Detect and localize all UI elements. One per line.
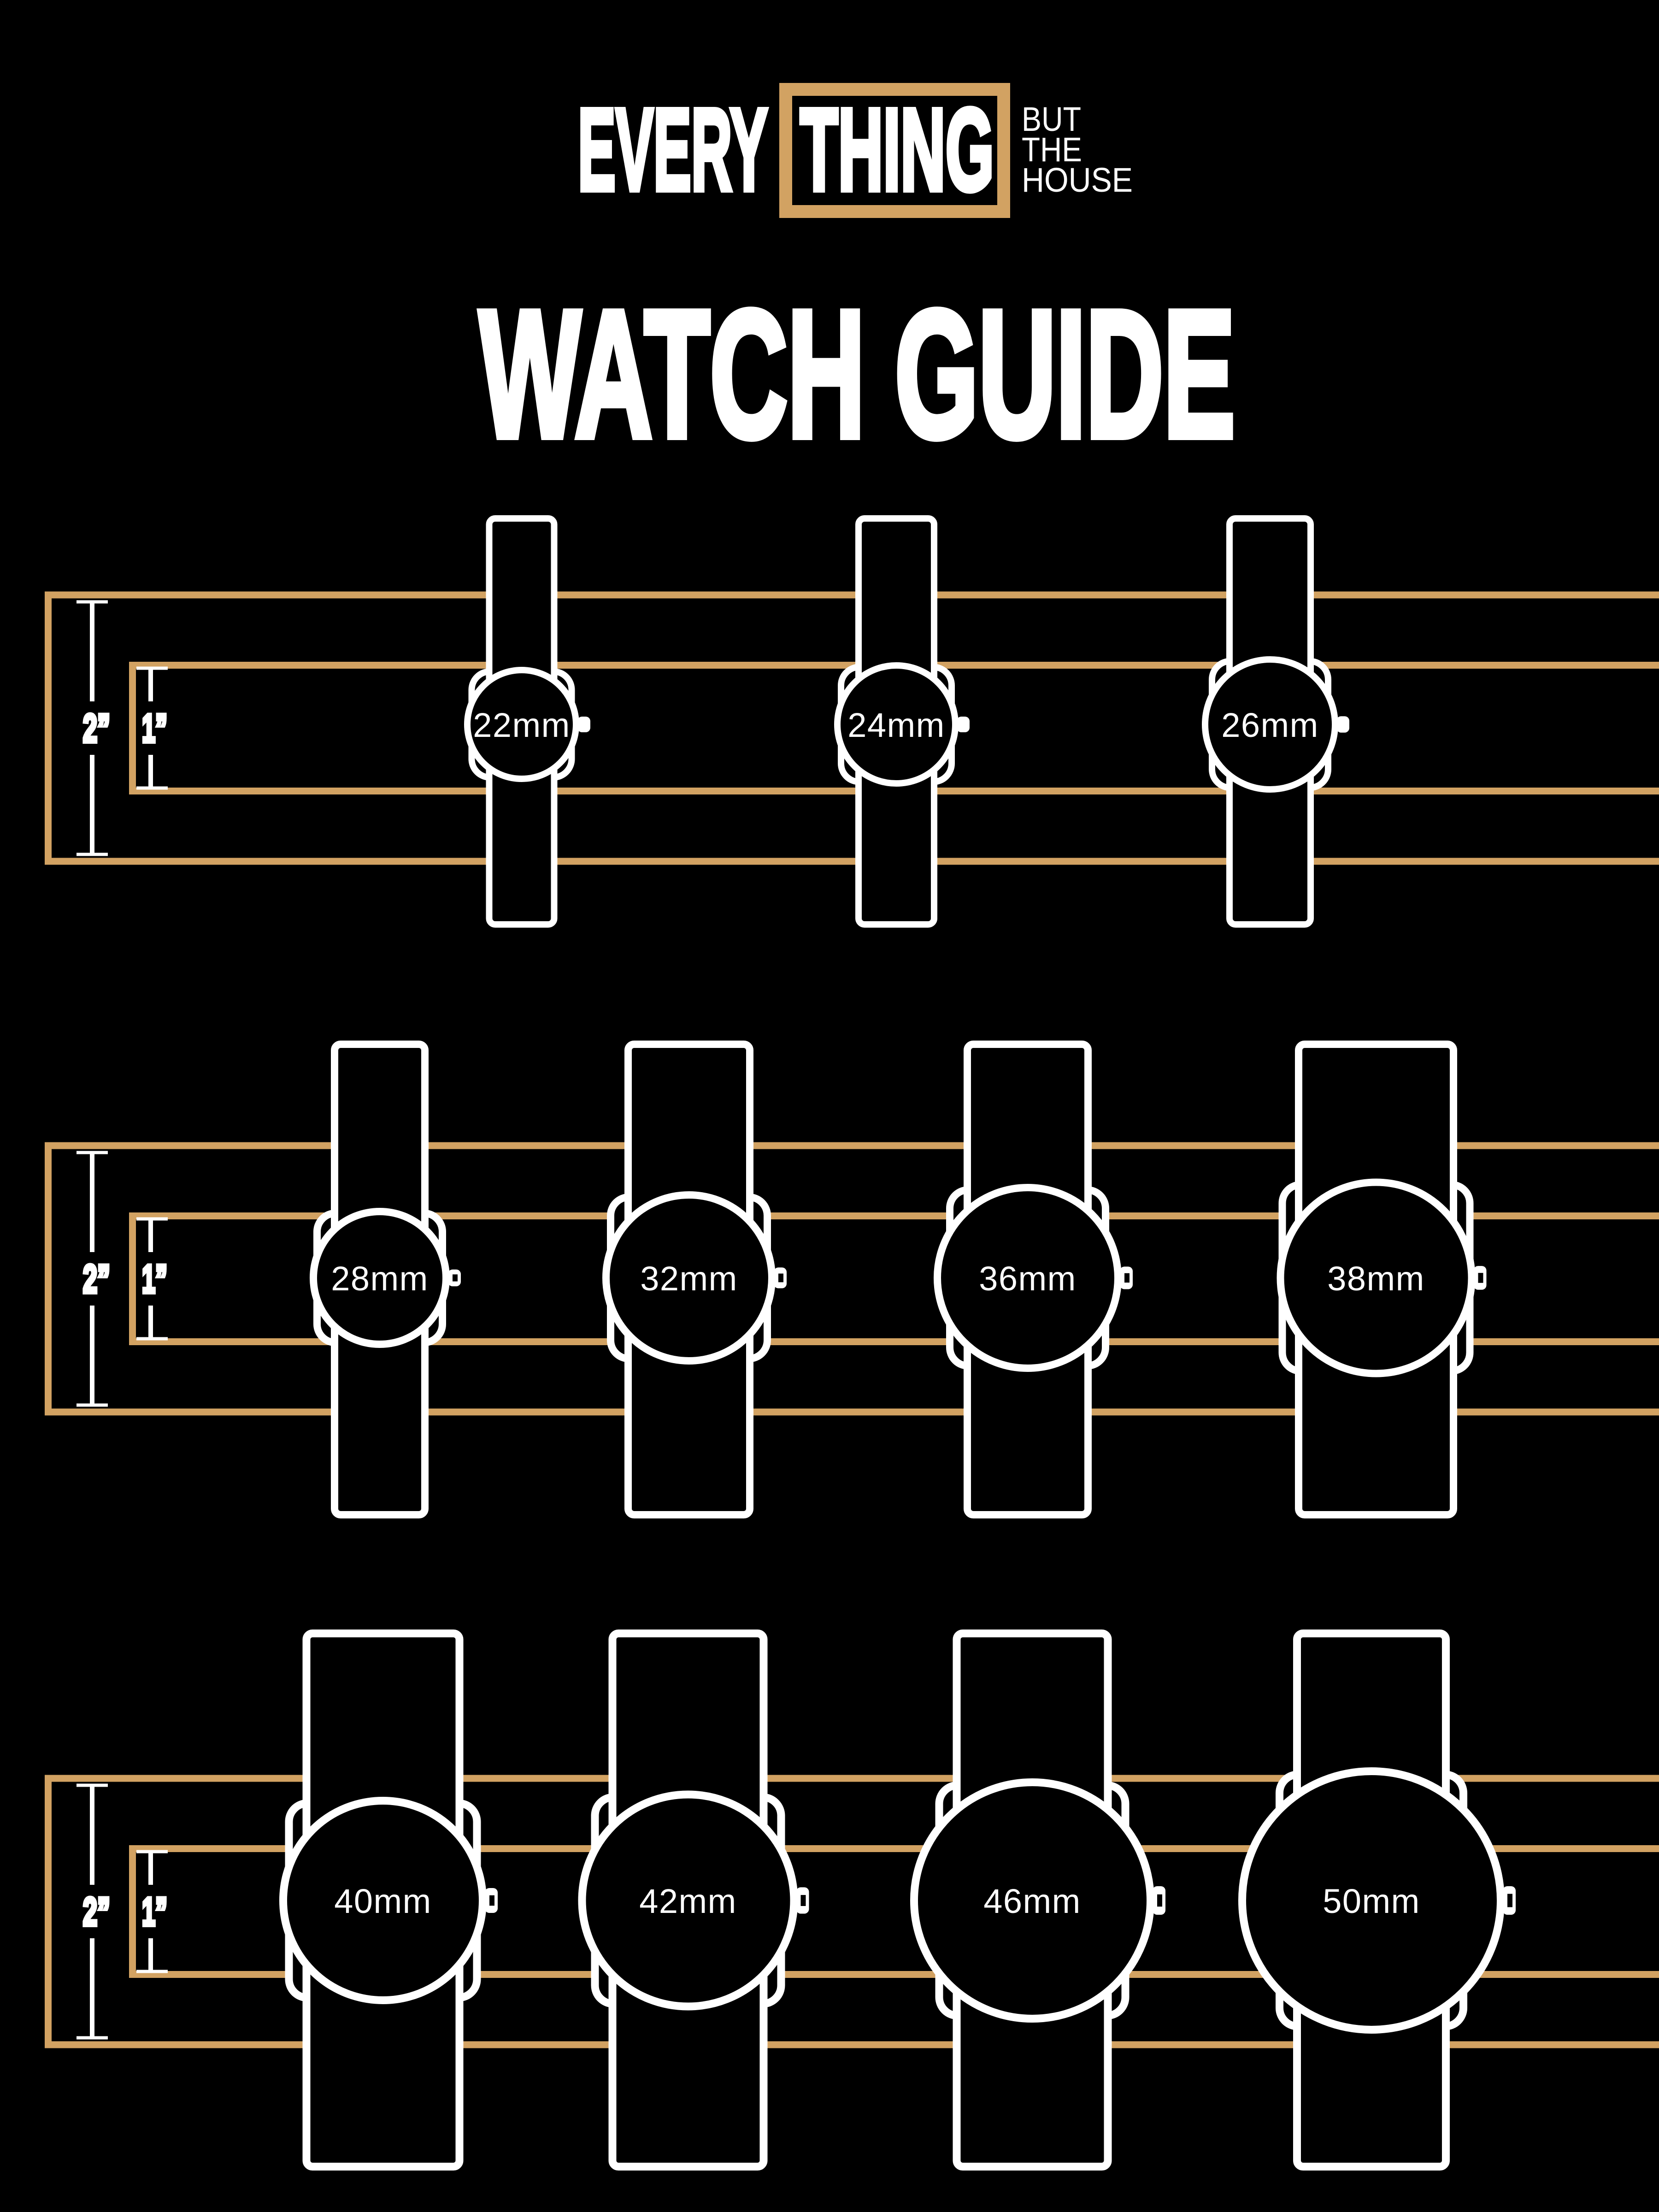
svg-text:46mm: 46mm [983,1882,1081,1920]
svg-text:2”: 2” [83,1257,110,1301]
svg-text:22mm: 22mm [473,706,571,744]
svg-text:1”: 1” [142,706,167,751]
svg-text:50mm: 50mm [1323,1882,1420,1920]
svg-text:1”: 1” [142,1257,167,1301]
svg-text:WATCH GUIDE: WATCH GUIDE [479,273,1235,475]
svg-text:42mm: 42mm [639,1882,737,1920]
svg-text:2”: 2” [83,706,110,751]
svg-text:BUT: BUT [1022,100,1081,138]
svg-text:EVERY: EVERY [578,84,768,215]
svg-text:32mm: 32mm [640,1259,738,1298]
svg-text:2”: 2” [83,1890,110,1934]
svg-text:THE: THE [1022,130,1082,169]
svg-text:28mm: 28mm [331,1259,429,1298]
svg-text:24mm: 24mm [847,706,945,744]
svg-text:HOUSE: HOUSE [1022,161,1133,199]
svg-text:38mm: 38mm [1327,1259,1425,1298]
svg-text:26mm: 26mm [1221,706,1319,744]
svg-text:40mm: 40mm [334,1882,432,1920]
svg-text:1”: 1” [142,1890,167,1934]
svg-text:THING: THING [800,84,994,215]
svg-text:36mm: 36mm [979,1259,1077,1298]
